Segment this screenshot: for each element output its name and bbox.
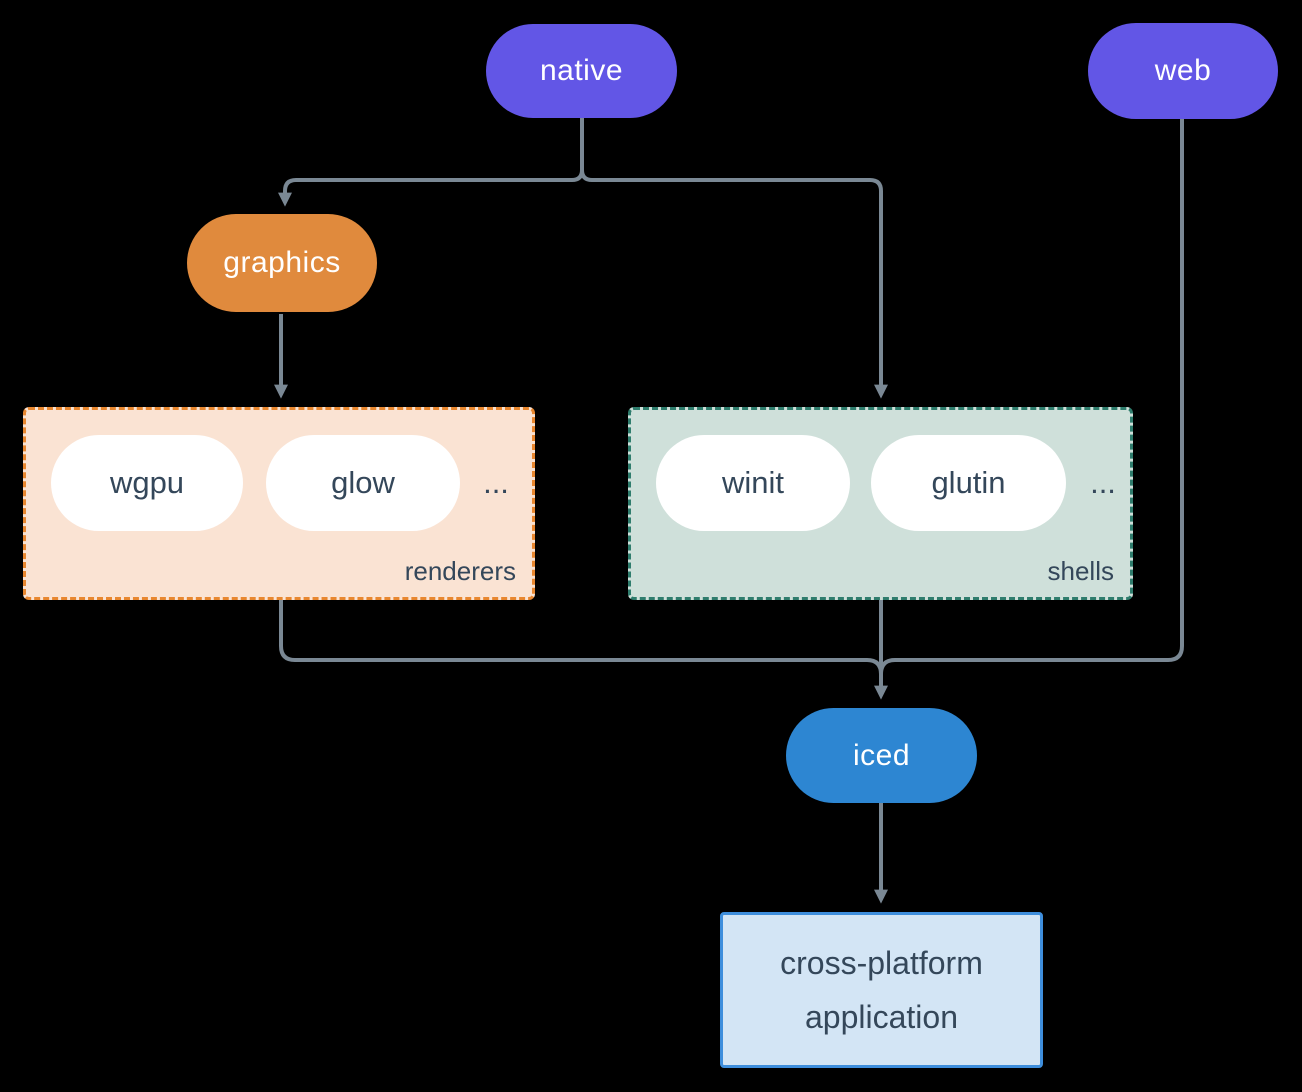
pill-wgpu-label: wgpu xyxy=(109,465,185,500)
pill-winit-label: winit xyxy=(721,465,784,500)
node-iced-label: iced xyxy=(852,738,911,772)
pill-winit: winit xyxy=(656,435,850,531)
edge-native-to-shells xyxy=(580,118,888,399)
node-iced: iced xyxy=(786,708,977,803)
node-cross-platform-application: cross-platform application xyxy=(720,912,1043,1068)
group-shells-label: shells xyxy=(1047,556,1114,586)
application-label: cross-platform application xyxy=(780,944,983,1035)
pill-glow: glow xyxy=(266,435,460,531)
edge-native-to-graphics xyxy=(278,118,584,207)
pill-glutin: glutin xyxy=(871,435,1066,531)
pill-wgpu: wgpu xyxy=(51,435,243,531)
node-web: web xyxy=(1088,23,1278,119)
pill-glutin-label: glutin xyxy=(931,465,1006,500)
renderers-ellipsis: ... xyxy=(483,465,509,500)
pill-glow-label: glow xyxy=(331,465,395,500)
group-shells: winit glutin ... shells xyxy=(628,407,1133,600)
shells-ellipsis: ... xyxy=(1090,465,1116,500)
group-renderers-label: renderers xyxy=(404,556,516,586)
node-graphics: graphics xyxy=(187,214,377,312)
edge-renderers-to-junction xyxy=(279,600,883,675)
node-graphics-label: graphics xyxy=(223,246,341,279)
node-native: native xyxy=(486,24,677,118)
group-renderers: wgpu glow ... renderers xyxy=(23,407,535,600)
node-web-label: web xyxy=(1154,54,1212,87)
node-native-label: native xyxy=(539,54,624,87)
